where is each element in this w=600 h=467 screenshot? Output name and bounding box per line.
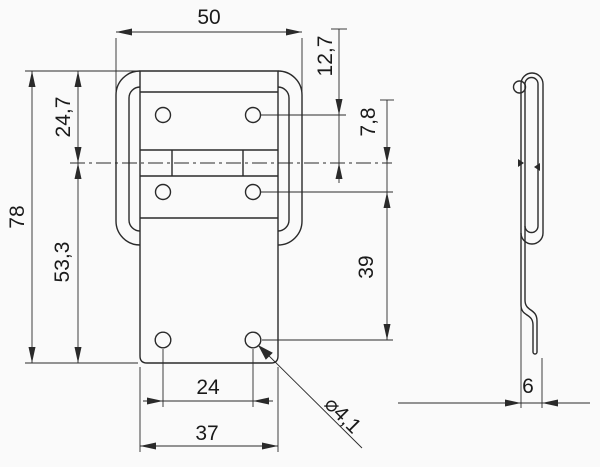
front-view — [115, 70, 303, 364]
profile-top-inner-arc — [524, 76, 539, 85]
hinge-mark-left — [518, 159, 524, 167]
dim-bail-width: 50 — [197, 6, 220, 29]
arrowheads — [28, 28, 558, 450]
mount-hole-left — [154, 331, 172, 349]
bail-right-outer — [277, 70, 303, 246]
hinge-mark-right — [534, 163, 540, 171]
bail-left-inner — [128, 86, 141, 232]
plate-jog-front — [524, 299, 538, 322]
plate-bottom-tip — [532, 351, 538, 355]
dimension-lines — [31, 29, 590, 449]
rivet-hole-upper-right — [244, 106, 262, 124]
hook-curl — [512, 80, 527, 94]
bail-left-outer — [115, 70, 141, 246]
bail-bottom-outer-arc — [520, 232, 544, 245]
rivet-hole-lower-right — [244, 183, 262, 201]
bail-bottom-inner-arc — [524, 225, 539, 234]
rivet-hole-lower-left — [154, 183, 172, 201]
dim-hole-to-mount-hole: 39 — [355, 255, 378, 278]
bail-right-inner — [277, 86, 290, 232]
dim-plate-width: 37 — [195, 422, 218, 445]
dim-hinge-to-lower-hole: 7,8 — [357, 107, 380, 136]
dim-hinge-to-bottom: 53,3 — [51, 242, 74, 283]
extension-lines — [25, 28, 543, 452]
profile-top-outer-arc — [520, 72, 544, 85]
dim-mount-hole-spacing: 24 — [196, 376, 220, 399]
side-profile-view — [512, 72, 544, 355]
dim-upper-hole-to-hinge: 12,7 — [314, 36, 337, 77]
mount-hole-right — [244, 331, 262, 349]
dim-profile-depth: 6 — [522, 375, 534, 398]
dim-overall-height: 78 — [6, 205, 29, 228]
dimension-labels: 50 12,7 24,7 7,8 78 53,3 39 24 37 ⌀4,1 6 — [6, 6, 534, 445]
plate-jog-back — [520, 304, 534, 326]
dim-hole-diameter: ⌀4,1 — [320, 392, 366, 438]
dim-top-to-hinge: 24,7 — [52, 97, 75, 138]
rivet-hole-upper-left — [154, 106, 172, 124]
latch-plate-outline — [139, 70, 279, 364]
